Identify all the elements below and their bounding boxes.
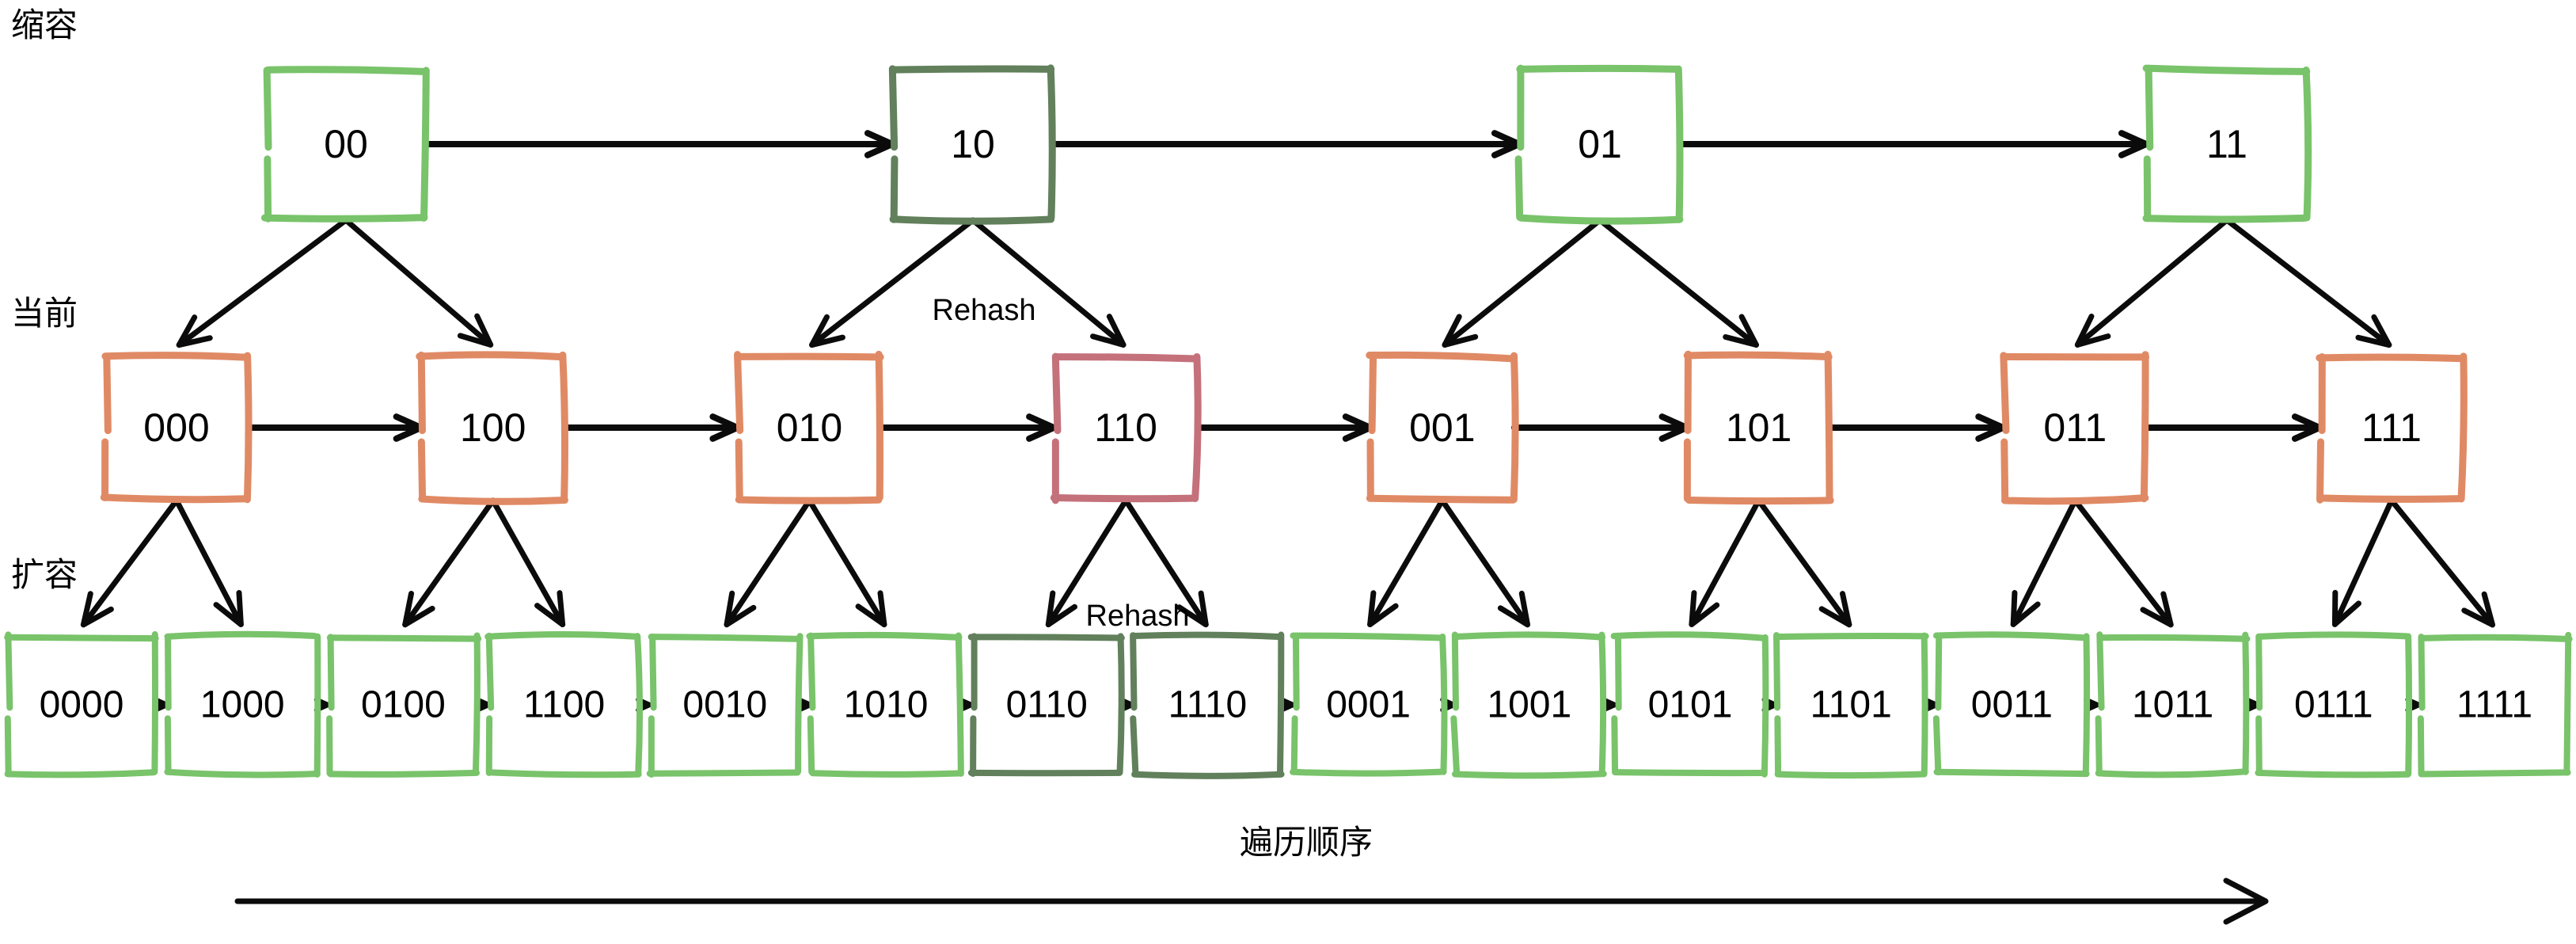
node-label-1111: 1111	[2456, 684, 2532, 726]
node-box-1011	[2095, 631, 2251, 778]
node-label-0101: 0101	[1648, 684, 1733, 726]
node-0011[interactable]: 0011	[1932, 631, 2091, 778]
node-label-11: 11	[2206, 122, 2247, 166]
node-1001[interactable]: 1001	[1450, 631, 1607, 779]
row-label-shrink: 缩容	[11, 6, 78, 44]
node-box-1000	[164, 630, 321, 778]
node-box-010	[734, 350, 884, 504]
row-label-expand: 扩容	[11, 555, 78, 594]
node-00[interactable]: 00	[260, 66, 430, 223]
node-label-1110: 1110	[1168, 684, 1248, 726]
node-11[interactable]: 11	[2142, 64, 2312, 223]
node-01[interactable]: 01	[1514, 64, 1684, 225]
node-label-1100: 1100	[523, 684, 605, 726]
node-1111[interactable]: 1111	[2417, 631, 2573, 778]
node-1011[interactable]: 1011	[2095, 631, 2251, 778]
node-label-001: 001	[1409, 405, 1475, 450]
node-label-000: 000	[143, 405, 209, 450]
node-label-1011: 1011	[2132, 684, 2213, 726]
node-label-1101: 1101	[1810, 684, 1892, 726]
node-label-111: 111	[2361, 405, 2422, 450]
node-box-1111	[2417, 631, 2573, 778]
node-011[interactable]: 011	[2000, 351, 2150, 505]
node-label-011: 011	[2043, 405, 2107, 450]
node-box-0000	[4, 631, 159, 778]
node-0111[interactable]: 0111	[2255, 631, 2413, 778]
row-label-current: 当前	[11, 294, 78, 333]
traversal-order-arrow	[234, 877, 2269, 925]
node-label-010: 010	[777, 405, 842, 450]
node-box-01	[1514, 64, 1684, 225]
node-0000[interactable]: 0000	[4, 631, 159, 778]
node-label-1010: 1010	[844, 684, 929, 726]
node-box-011	[2000, 351, 2150, 505]
bottom-caption: 遍历顺序	[1240, 823, 1373, 862]
node-box-0010	[646, 633, 804, 778]
rehash-label-top: Rehash	[933, 294, 1036, 327]
node-1101[interactable]: 1101	[1773, 632, 1929, 779]
node-label-1001: 1001	[1487, 684, 1571, 726]
node-label-0011: 0011	[1971, 684, 2053, 726]
node-label-0001: 0001	[1326, 684, 1411, 726]
node-label-00: 00	[324, 122, 368, 166]
node-111[interactable]: 111	[2316, 352, 2468, 504]
node-label-110: 110	[1094, 405, 1157, 450]
node-label-0110: 0110	[1006, 684, 1088, 726]
node-box-111	[2316, 352, 2468, 504]
node-10[interactable]: 10	[888, 64, 1056, 225]
node-label-01: 01	[1578, 122, 1622, 166]
rehash-label-bottom: Rehash	[1086, 600, 1190, 633]
node-box-001	[1366, 351, 1519, 504]
node-box-00	[260, 66, 430, 223]
node-100[interactable]: 100	[416, 351, 569, 505]
node-box-1101	[1773, 632, 1929, 779]
node-box-101	[1683, 350, 1834, 505]
node-label-1000: 1000	[200, 684, 285, 726]
node-001[interactable]: 001	[1366, 351, 1519, 504]
node-1110[interactable]: 1110	[1130, 631, 1285, 779]
node-label-101: 101	[1726, 405, 1791, 450]
node-1000[interactable]: 1000	[164, 630, 321, 778]
node-1100[interactable]: 1100	[484, 630, 644, 778]
node-box-1110	[1130, 631, 1285, 779]
node-box-110	[1050, 352, 1202, 504]
node-box-0001	[1290, 632, 1448, 777]
node-label-0100: 0100	[361, 684, 446, 726]
node-box-0111	[2255, 631, 2413, 778]
node-010[interactable]: 010	[734, 350, 884, 504]
connector-layer	[80, 130, 2495, 713]
node-box-11	[2142, 64, 2312, 223]
node-101[interactable]: 101	[1683, 350, 1834, 505]
node-label-10: 10	[951, 122, 995, 166]
node-label-0000: 0000	[40, 684, 124, 726]
node-label-0010: 0010	[682, 684, 767, 726]
node-0101[interactable]: 0101	[1610, 631, 1769, 778]
node-box-10	[888, 64, 1056, 225]
node-box-0011	[1932, 631, 2091, 778]
node-0001[interactable]: 0001	[1290, 632, 1448, 777]
node-000[interactable]: 000	[100, 352, 253, 504]
node-box-1010	[806, 631, 964, 778]
node-label-100: 100	[460, 405, 526, 450]
node-label-0111: 0111	[2294, 684, 2373, 726]
node-box-100	[416, 351, 569, 505]
node-box-0100	[326, 632, 482, 778]
node-box-1001	[1450, 631, 1607, 779]
node-box-0110	[967, 633, 1125, 777]
node-0100[interactable]: 0100	[326, 632, 482, 778]
node-box-000	[100, 352, 253, 504]
node-box-0101	[1610, 631, 1769, 778]
node-box-1100	[484, 630, 644, 778]
node-110[interactable]: 110	[1050, 352, 1202, 504]
node-1010[interactable]: 1010	[806, 631, 964, 778]
node-0010[interactable]: 0010	[646, 633, 804, 778]
node-0110[interactable]: 0110	[967, 633, 1125, 777]
